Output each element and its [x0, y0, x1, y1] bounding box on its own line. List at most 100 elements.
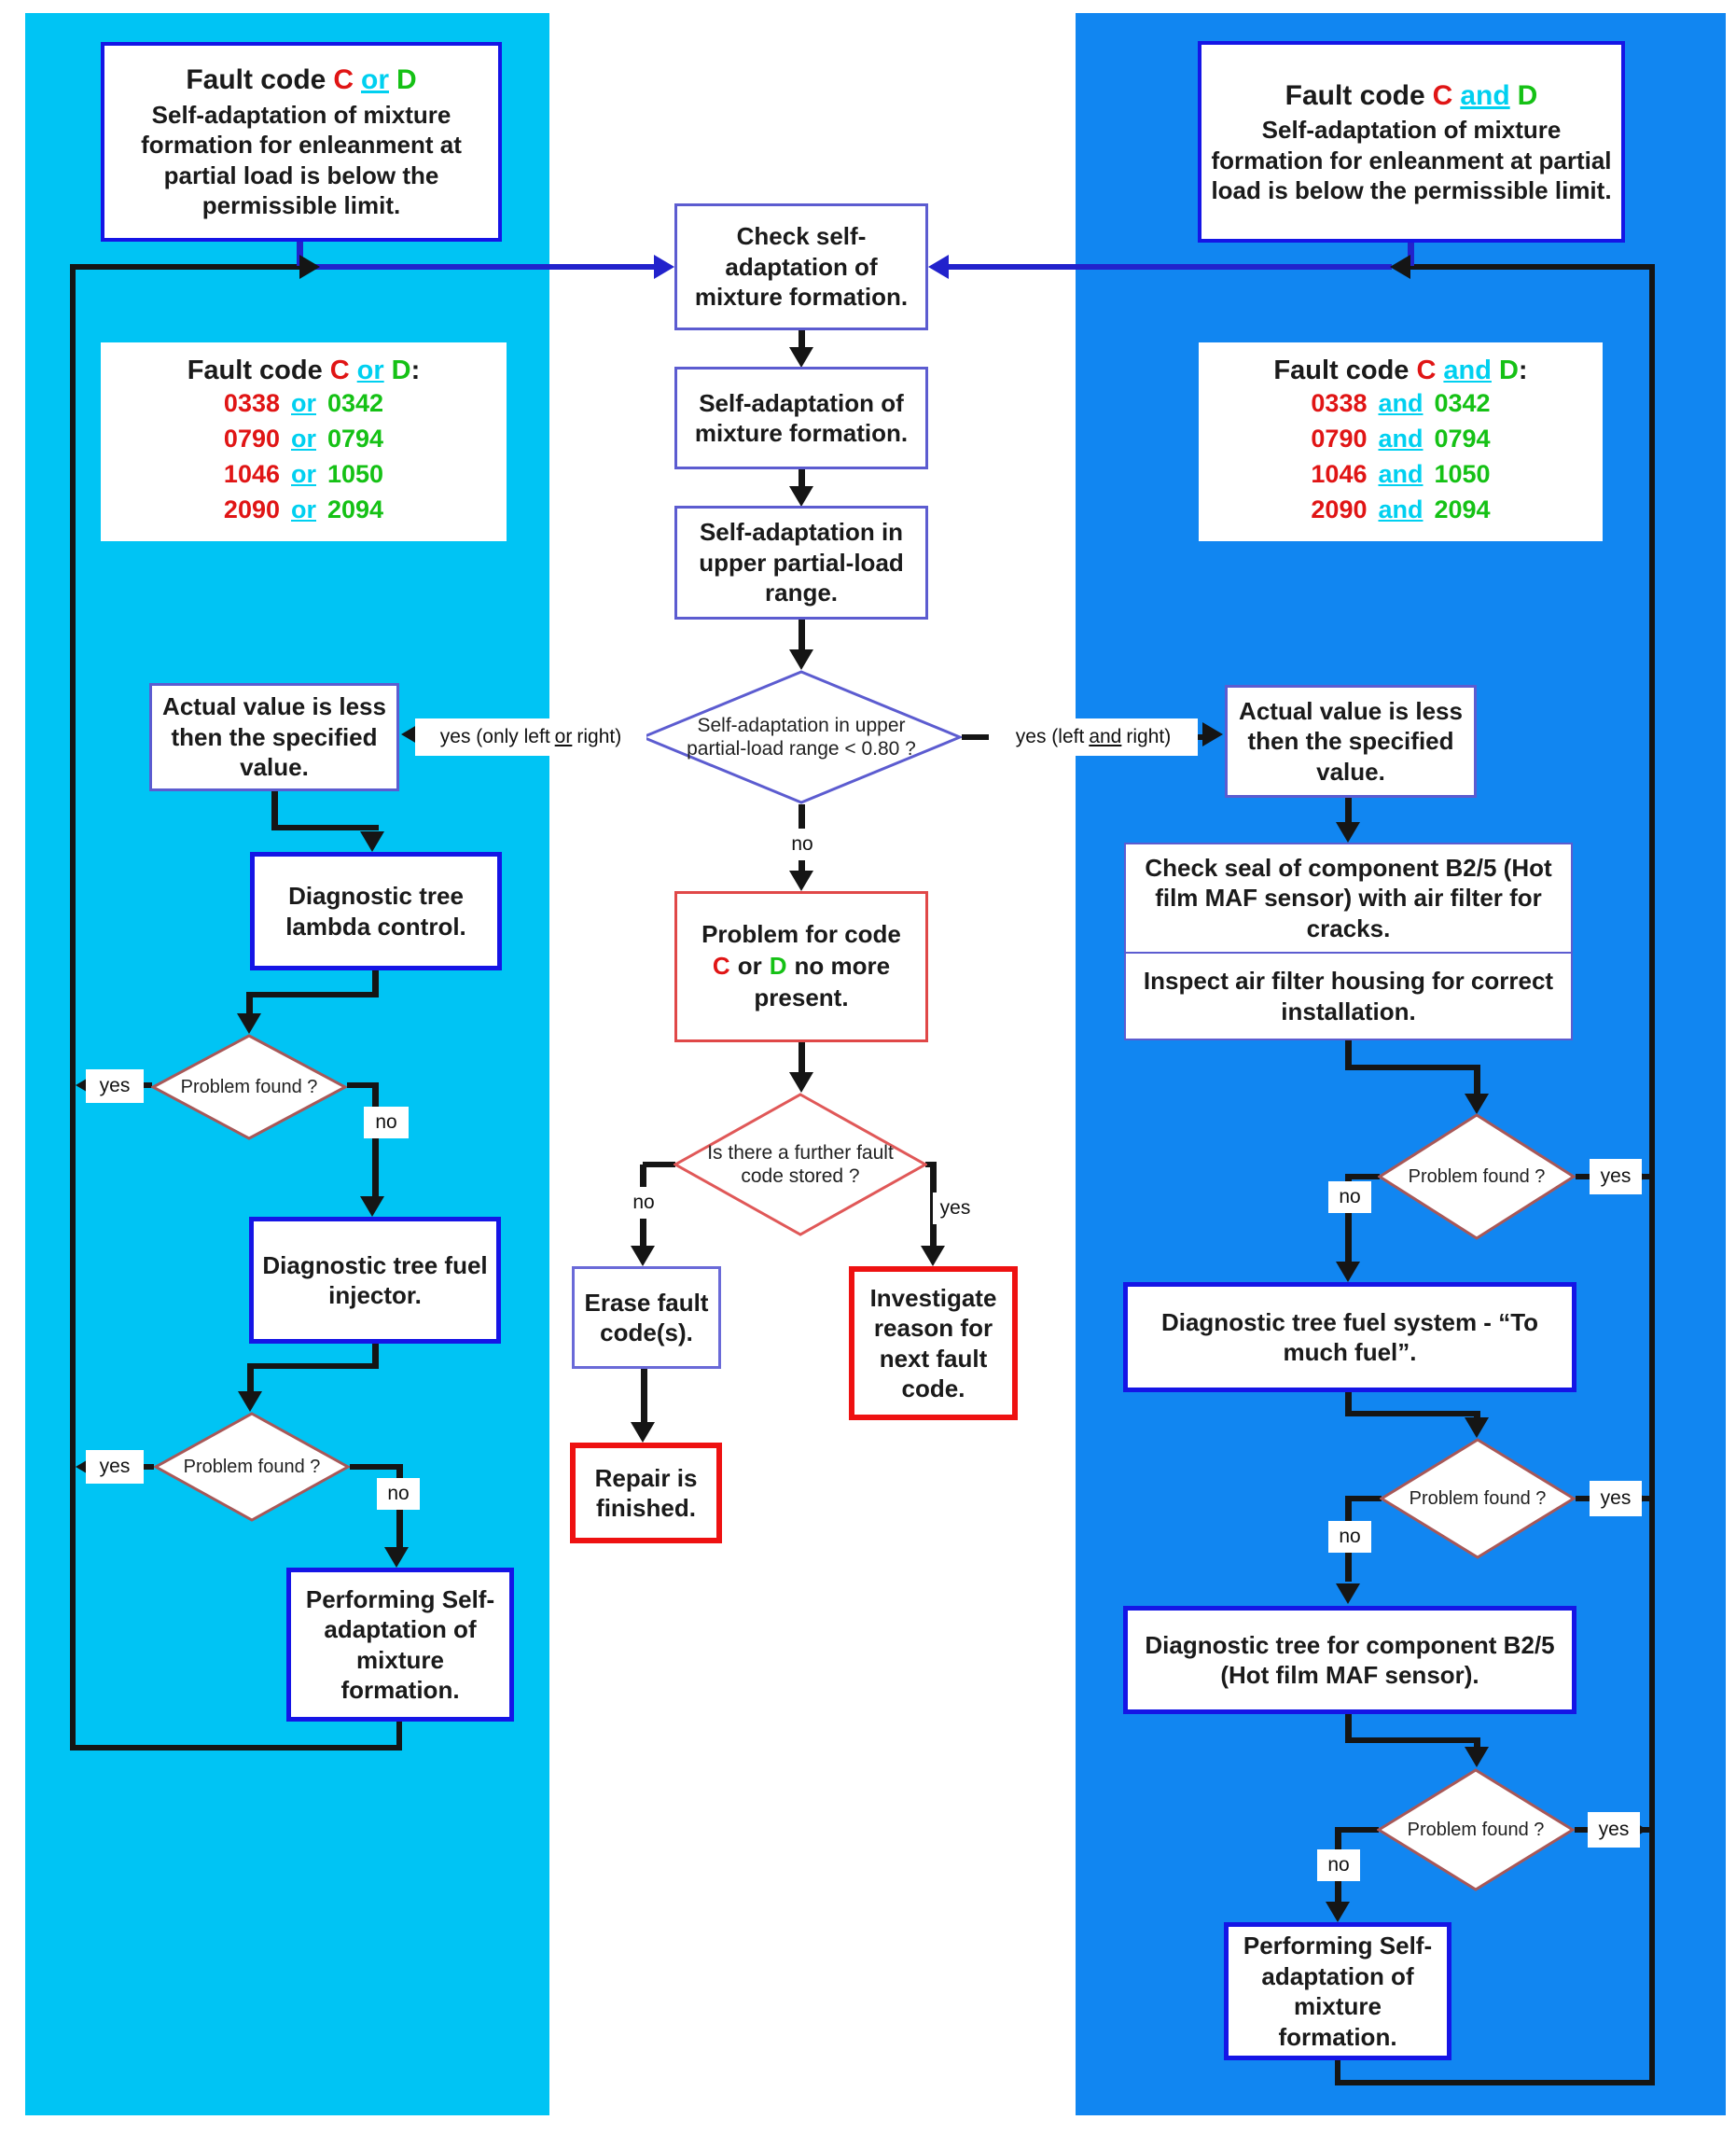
- right-elbow1-h: [1345, 1065, 1480, 1070]
- fault-body-right: Self-adaptation of mixture formation for…: [1211, 116, 1612, 204]
- box-text: Actual value is less then the specified …: [1239, 696, 1463, 786]
- top-right-entry-line: [949, 264, 1392, 270]
- actual-value-right-box: Actual value is less then the specified …: [1225, 685, 1477, 798]
- right-loop-vertical: [1649, 264, 1655, 2085]
- right-elbow1-v1: [1345, 1040, 1352, 1070]
- right-yes2-label: yes: [1590, 1481, 1642, 1516]
- diamond-shape: [641, 670, 962, 804]
- arrowhead-into-fuelsys: [1336, 1262, 1360, 1282]
- arrowhead-into-left-diamond2: [238, 1391, 262, 1412]
- right-no1-label: no: [1328, 1181, 1371, 1213]
- box-text: Inspect air filter housing for correct i…: [1143, 967, 1554, 1025]
- center-line-2: [799, 469, 805, 488]
- arrowhead-into-repair: [631, 1422, 655, 1443]
- right-problem-diamond-1: Problem found ?: [1378, 1113, 1576, 1240]
- box-text: Repair is finished.: [594, 1463, 698, 1523]
- center-line-1: [799, 330, 805, 349]
- box-text: Check self-adaptation of mixture formati…: [694, 222, 909, 312]
- left-elbow3-v1: [372, 1344, 379, 1369]
- arrowhead-into-check-right: [928, 255, 949, 279]
- erase-repair-line: [641, 1369, 647, 1424]
- right-performing-connector: [1335, 2058, 1340, 2082]
- top-right-loop-line: [1410, 264, 1655, 270]
- diamond-shape: [674, 1093, 927, 1236]
- conjunction: or: [356, 356, 384, 386]
- right-elbow2-v1: [1345, 1392, 1352, 1416]
- arrowhead-into-further: [789, 1072, 813, 1093]
- upper-partial-load-box: Self-adaptation in upper partial-load ra…: [674, 506, 928, 620]
- title-text: Fault code: [1285, 79, 1425, 111]
- center-no-label: no: [782, 829, 823, 860]
- performing-self-adaptation-right-box: Performing Self-adaptation of mixture fo…: [1224, 1922, 1451, 2060]
- code-c: C: [329, 356, 350, 386]
- box-text: Actual value is less then the specified …: [162, 692, 386, 782]
- diamond-shape: [154, 1412, 350, 1522]
- left-loop-bottom: [70, 1745, 402, 1750]
- further-yes-label: yes: [933, 1193, 978, 1224]
- right-no3-label: no: [1317, 1849, 1360, 1881]
- code-d: D: [1517, 79, 1538, 111]
- lambda-control-box: Diagnostic tree lambda control.: [250, 852, 502, 970]
- diamond-shape: [1377, 1768, 1575, 1891]
- inspect-air-filter-box: Inspect air filter housing for correct i…: [1124, 952, 1573, 1040]
- right-no3-h: [1338, 1827, 1379, 1833]
- arrowhead-into-performing-right: [1326, 1902, 1350, 1922]
- problem-line3: present.: [754, 983, 849, 1011]
- fault-body-left: Self-adaptation of mixture formation for…: [141, 100, 462, 220]
- arrowhead-into-upper: [789, 486, 813, 507]
- arrowhead-top-left-junction: [299, 255, 320, 279]
- arrowhead-into-right-diamond3: [1465, 1747, 1489, 1767]
- right-elbow2-v2: [1474, 1411, 1480, 1422]
- right-no1-h: [1348, 1174, 1380, 1179]
- box-text: Performing Self-adaptation of mixture fo…: [305, 1584, 495, 1705]
- right-no2-label: no: [1328, 1521, 1371, 1553]
- left-problem-diamond-1: Problem found ?: [151, 1034, 347, 1140]
- arrowhead-top-right-junction: [1390, 255, 1410, 279]
- arrowhead-into-right-diamond2: [1465, 1417, 1489, 1438]
- left-elbow1-v: [271, 790, 278, 830]
- right-elbow1-v2: [1474, 1065, 1480, 1095]
- check-seal-box: Check seal of component B2/5 (Hot film M…: [1124, 843, 1573, 954]
- actual-value-left-box: Actual value is less then the specified …: [149, 683, 399, 791]
- arrowhead-into-selfadapt: [789, 347, 813, 368]
- code-d: D: [396, 64, 417, 96]
- left-loop-vertical: [70, 264, 76, 1750]
- top-left-loop-line: [70, 264, 303, 270]
- diamond-shape: [151, 1034, 347, 1140]
- decision-text: Problem found ?: [1408, 1166, 1546, 1187]
- diamond-shape: [1378, 1113, 1576, 1240]
- right-problem-diamond-2: Problem found ?: [1380, 1438, 1576, 1559]
- arrowhead-into-decision: [789, 649, 813, 670]
- fuel-injector-box: Diagnostic tree fuel injector.: [249, 1217, 501, 1344]
- box-text: Check seal of component B2/5 (Hot film M…: [1145, 853, 1552, 942]
- left-elbow1-h: [271, 825, 379, 830]
- decision-text: Problem found ?: [1409, 1488, 1547, 1509]
- right-no2-h: [1348, 1496, 1382, 1501]
- top-right-box-connector: [1408, 240, 1414, 266]
- right-no1-v: [1345, 1174, 1352, 1263]
- code-d: D: [1498, 356, 1519, 386]
- right-elbow2-h: [1345, 1411, 1480, 1416]
- arrowhead-into-check-left: [654, 255, 674, 279]
- decision-text: Is there a further fault code stored ?: [707, 1141, 894, 1187]
- box-text: Self-adaptation in upper partial-load ra…: [699, 518, 904, 607]
- further-no-h: [643, 1162, 675, 1167]
- title-text: Fault code: [187, 356, 323, 386]
- box-text: Diagnostic tree fuel system - “To much f…: [1160, 1307, 1539, 1367]
- left-yes2-label: yes: [86, 1450, 144, 1484]
- diamond-shape: [1380, 1438, 1576, 1559]
- left-no2-h: [350, 1464, 403, 1470]
- performing-self-adaptation-left-box: Performing Self-adaptation of mixture fo…: [286, 1568, 514, 1722]
- arrowhead-into-b25: [1336, 1583, 1360, 1604]
